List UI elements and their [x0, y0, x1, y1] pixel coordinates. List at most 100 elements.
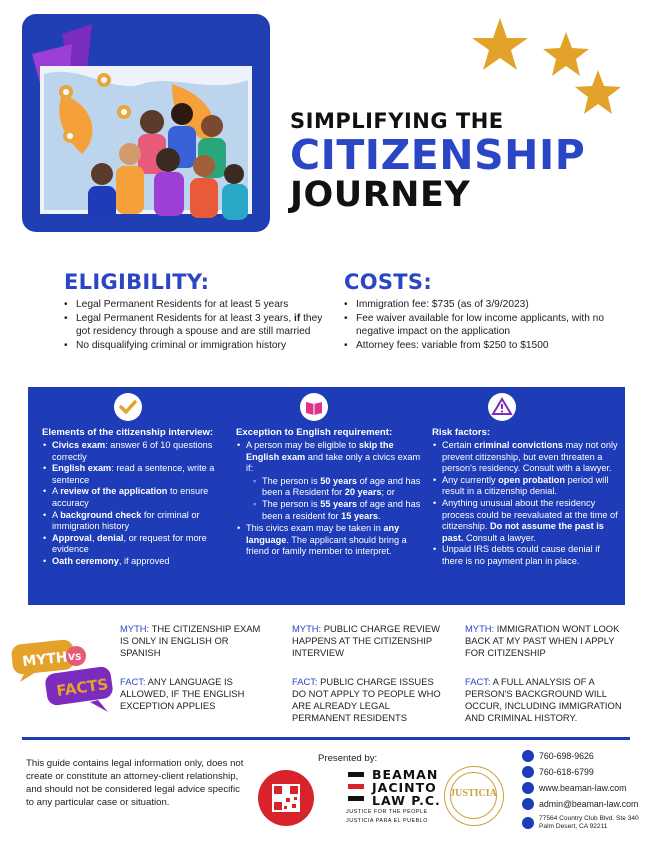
list-item: Legal Permanent Residents for at least 3…: [64, 312, 334, 338]
seal-word: JUSTICIA: [450, 788, 497, 799]
list-item: Certain criminal convictions may not onl…: [432, 440, 618, 475]
eligibility-list: Legal Permanent Residents for at least 5…: [64, 298, 334, 352]
emphasis: review of the application: [60, 486, 168, 497]
costs-section: COSTS: Immigration fee: $735 (as of 3/9/…: [344, 270, 624, 353]
emphasis: Oath ceremony: [52, 555, 119, 566]
list-item: Immigration fee: $735 (as of 3/9/2023): [344, 298, 624, 311]
web-contact[interactable]: www.beaman-law.com: [522, 780, 642, 796]
phone-contact[interactable]: 760-698-9626: [522, 748, 642, 764]
email-contact[interactable]: admin@beaman-law.com: [522, 796, 642, 812]
text: .: [377, 510, 381, 521]
fact-3: Fact: A full analysis of a person's back…: [465, 676, 625, 724]
interview-column: Elements of the citizenship interview: C…: [42, 427, 224, 568]
emphasis: Approval: [52, 532, 92, 543]
emphasis: skip the English exam: [246, 440, 394, 462]
firm-logo: BEAMAN JACINTO LAW P.C. JUSTICE FOR THE …: [346, 768, 441, 824]
emphasis: Do not assume the past is past.: [442, 521, 604, 543]
text: A: [52, 486, 61, 497]
emphasis: any language: [246, 523, 400, 545]
email-icon: [522, 798, 534, 810]
firm-name-1: BEAMAN: [372, 767, 439, 782]
text: Anything unusual about the residency pro…: [442, 497, 618, 532]
address-line-2: Palm Desert, CA 92211: [539, 823, 608, 830]
text: Consult a lawyer.: [463, 532, 536, 543]
sms-contact[interactable]: 760-618-6799: [522, 764, 642, 780]
list-item: A background check for criminal or immig…: [42, 510, 224, 533]
myths-word: MYTHS: [22, 648, 79, 670]
text: Certain: [442, 440, 475, 450]
location-pin-icon: [522, 817, 534, 829]
fact-label: Fact:: [465, 676, 491, 687]
risk-heading: Risk factors:: [432, 427, 491, 438]
emphasis: 15 years: [341, 510, 378, 521]
fact-text: Any language is allowed, if the English …: [120, 676, 245, 711]
emphasis: if: [294, 313, 301, 324]
firm-tagline-es: JUSTICIA PARA EL PUEBLO: [346, 817, 428, 824]
qr-code-icon: [272, 784, 300, 812]
text: Legal Permanent Residents for at least 3…: [76, 313, 295, 324]
fact-2: Fact: Public charge issues do not apply …: [292, 676, 444, 724]
centro-de-justicia-seal: JUSTICIA: [444, 766, 504, 826]
checkmark-badge: [114, 393, 142, 421]
list-item: Legal Permanent Residents for at least 5…: [64, 298, 334, 311]
english-exception-column: Exception to English requirement: A pers…: [236, 427, 422, 558]
warning-badge: [488, 393, 516, 421]
text: , or request for more evidence: [52, 532, 207, 555]
english-heading: Exception to English requirement:: [236, 427, 393, 438]
myth-1: Myth: The citizenship exam is only in En…: [120, 623, 270, 659]
text: of age and has been a Resident for: [262, 475, 421, 498]
text: A: [52, 509, 61, 520]
text: : read a sentence, write a sentence: [52, 463, 215, 485]
legal-disclaimer: This guide contains legal information on…: [26, 758, 244, 808]
myth-2: Myth: Public charge review happens at th…: [292, 623, 444, 659]
risk-factors-column: Risk factors: Certain criminal convictio…: [432, 427, 618, 568]
contact-info: 760-698-9626 760-618-6799 www.beaman-law…: [522, 748, 642, 834]
map-people-illustration: [32, 24, 252, 222]
fact-text: Public charge issues do not apply to peo…: [292, 676, 441, 723]
list-item: Any currently open probation period will…: [432, 475, 618, 498]
list-item: This civics exam may be taken in any lan…: [236, 523, 422, 558]
qr-code[interactable]: [258, 770, 314, 826]
text: . The applicant should bring a friend or…: [246, 534, 407, 557]
costs-heading: COSTS:: [344, 270, 433, 294]
list-item: Anything unusual about the residency pro…: [432, 498, 618, 544]
checkmark-icon: [119, 400, 137, 414]
emphasis: denial: [96, 532, 124, 543]
text: Any currently: [442, 474, 499, 485]
vs-word: VS: [68, 653, 81, 663]
list-item: Fee waiver available for low income appl…: [344, 312, 624, 338]
title-line-3: JOURNEY: [290, 175, 471, 215]
title-line-1: SIMPLIFYING THE: [290, 109, 504, 133]
text: to ensure accuracy: [52, 486, 209, 508]
eligibility-heading: ELIGIBILITY:: [64, 270, 210, 294]
page-title: SIMPLIFYING THE CITIZENSHIP JOURNEY: [290, 108, 630, 214]
emphasis: English exam: [52, 463, 112, 474]
text: may not only prevent citizenship, but ev…: [442, 440, 618, 474]
list-item: A person may be eligible to skip the Eng…: [236, 440, 422, 522]
fact-1: Fact: Any language is allowed, if the En…: [120, 676, 270, 712]
list-item: English exam: read a sentence, write a s…: [42, 463, 224, 486]
text: they got residency through a spouse and …: [76, 313, 323, 337]
list-item: Civics exam: answer 6 of 10 questions co…: [42, 440, 224, 463]
phone-icon: [522, 750, 534, 762]
interview-heading: Elements of the citizenship interview:: [42, 427, 214, 438]
sms-number: 760-618-6799: [539, 767, 594, 777]
book-badge: [300, 393, 328, 421]
text: The person is: [262, 475, 321, 486]
list-item: Approval, denial, or request for more ev…: [42, 533, 224, 556]
emphasis: 50 years: [320, 475, 358, 486]
firm-tagline-en: JUSTICE FOR THE PEOPLE: [346, 809, 428, 815]
website-link: www.beaman-law.com: [539, 783, 627, 793]
firm-name-2: JACINTO: [372, 780, 437, 795]
list-item: Attorney fees: variable from $250 to $15…: [344, 339, 624, 352]
presented-by-label: Presented by:: [318, 753, 378, 764]
sub-list-item: The person is 55 years of age and has be…: [252, 499, 422, 522]
text: period will result in a citizenship deni…: [442, 474, 609, 497]
text: , if approved: [118, 555, 170, 566]
list-item: No disqualifying criminal or immigration…: [64, 339, 334, 352]
address-contact: 77564 Country Club Blvd. Ste 340 Palm De…: [522, 812, 642, 834]
text: This civics exam may be taken in: [246, 523, 384, 534]
section-divider: [22, 737, 630, 740]
info-panel: Elements of the citizenship interview: C…: [28, 387, 625, 605]
globe-icon: [522, 782, 534, 794]
